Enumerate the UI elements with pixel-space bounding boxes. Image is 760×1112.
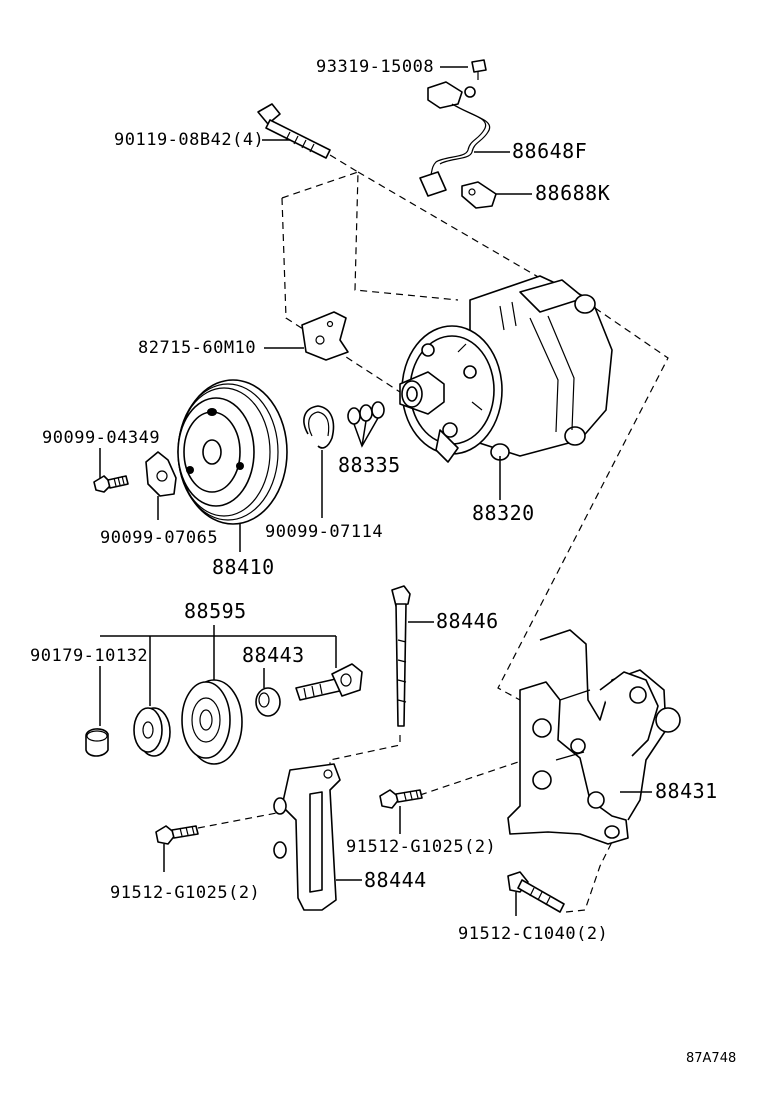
bracket-88688k-part[interactable] [461, 181, 532, 209]
compressor-88320-part[interactable] [399, 275, 613, 500]
part-label-90099-07065: 90099-07065 [100, 528, 218, 548]
part-label-88688k: 88688K [535, 181, 610, 205]
bolt-88446-part[interactable] [391, 585, 434, 727]
part-label-88446: 88446 [436, 609, 499, 633]
bolt-91512-c1040-part[interactable] [507, 871, 565, 916]
idler-shaft-88595-part[interactable] [295, 663, 363, 701]
part-label-91512-g1025-right: 91512-G1025(2) [346, 837, 496, 857]
bolt-90119-part[interactable] [257, 103, 331, 159]
part-label-90099-04349: 90099-04349 [42, 428, 160, 448]
washer-88595-part[interactable] [133, 707, 171, 757]
screw-93319-part[interactable] [440, 59, 487, 80]
bolt-90099-04349-part[interactable] [93, 448, 129, 493]
adjuster-88444-part[interactable] [273, 763, 362, 911]
cap-90179-part[interactable] [85, 728, 109, 757]
part-label-88648f: 88648F [512, 139, 587, 163]
part-label-88443: 88443 [242, 643, 305, 667]
part-label-91512-g1025-left: 91512-G1025(2) [110, 883, 260, 903]
bracket-88431-part[interactable] [507, 629, 681, 845]
wire-harness-88648f-part[interactable] [419, 81, 510, 197]
part-label-93319: 93319-15008 [316, 57, 434, 77]
plate-82715-part[interactable] [264, 311, 349, 361]
part-label-88444: 88444 [364, 868, 427, 892]
snap-ring-90099-07114-part[interactable] [303, 405, 335, 518]
part-label-88431: 88431 [655, 779, 718, 803]
plate-90099-07065-part[interactable] [145, 451, 177, 520]
part-label-88320: 88320 [472, 501, 535, 525]
clutch-pulley-88410-part[interactable] [177, 379, 288, 552]
part-label-88335: 88335 [338, 453, 401, 477]
part-label-90119: 90119-08B42(4) [114, 130, 264, 150]
part-label-88410: 88410 [212, 555, 275, 579]
shims-88335-part[interactable] [347, 401, 385, 448]
bolt-91512-g1025-right-part[interactable] [379, 789, 423, 834]
part-label-90099-07114: 90099-07114 [265, 522, 383, 542]
catalog-code-label: 87A748 [686, 1051, 736, 1066]
part-label-82715: 82715-60M10 [138, 338, 256, 358]
part-label-91512-c1040: 91512-C1040(2) [458, 924, 608, 944]
spacer-88443-part[interactable] [255, 668, 281, 717]
part-label-88595: 88595 [184, 599, 247, 623]
bolt-91512-g1025-left-part[interactable] [155, 825, 199, 872]
part-label-90179: 90179-10132 [30, 646, 148, 666]
idler-pulley-88595-part[interactable] [181, 679, 243, 765]
idler-group-bracket-lines [99, 625, 337, 726]
